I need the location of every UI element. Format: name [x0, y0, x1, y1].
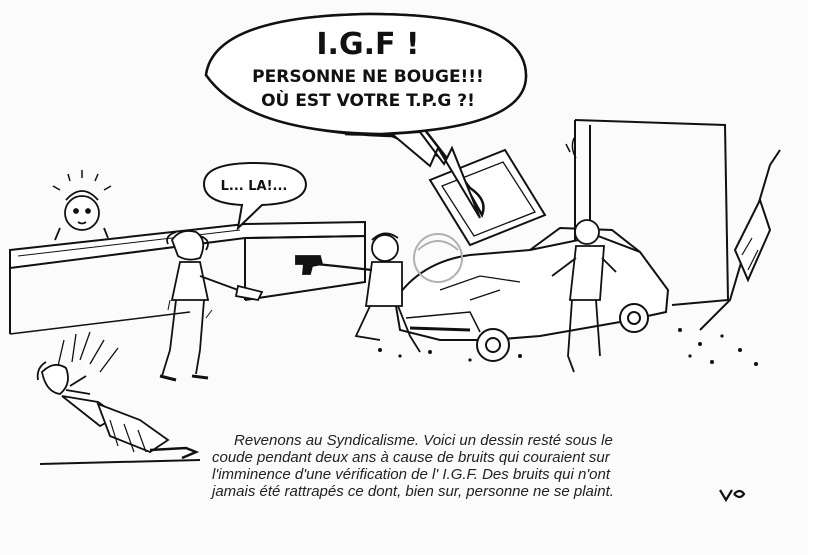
artist-signature [719, 489, 746, 503]
speech-main-line3: OÙ EST VOTRE T.P.G ?! [261, 89, 475, 111]
woman-at-counter [159, 230, 264, 382]
fleeing-woman [36, 331, 200, 460]
speech-main-line2: PERSONNE NE BOUGE!!! [252, 67, 484, 87]
driver-standing [551, 219, 617, 373]
speech-small-text: L... LA!... [221, 179, 288, 194]
caption-line-2: coude pendant deux ans à cause de bruits… [212, 449, 610, 466]
caption-text: Revenons au Syndicalisme. Voici un dessi… [212, 432, 712, 500]
crashed-car [393, 226, 670, 362]
caption-line-4: jamais été rattrapés ce dont, bien sur, … [212, 483, 614, 500]
ground-line-left [39, 459, 201, 465]
clerk-peeking [52, 170, 112, 241]
debris [378, 328, 758, 366]
speech-main-line1: I.G.F ! [316, 27, 419, 62]
inspector-with-gun [295, 232, 421, 353]
page-margin [808, 0, 827, 555]
caption-line-3: l'imminence d'une vérification de l' I.G… [212, 466, 611, 483]
caption-line-1: Revenons au Syndicalisme. Voici un dessi… [234, 432, 613, 449]
small-speech-bubble: L... LA!... [202, 161, 308, 231]
watermark-stamp [413, 233, 463, 283]
main-speech-bubble: I.G.F ! PERSONNE NE BOUGE!!! OÙ EST VOTR… [204, 12, 528, 219]
